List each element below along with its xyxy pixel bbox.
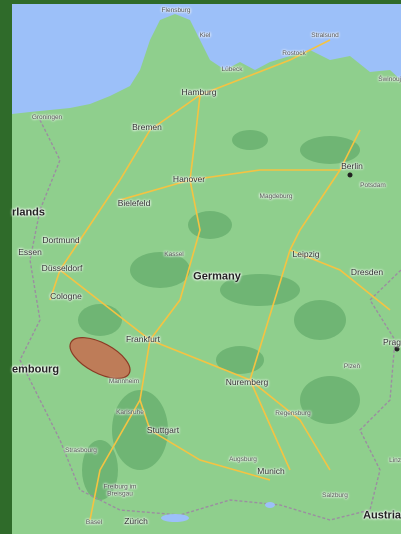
label-dortmund: Dortmund <box>42 234 80 245</box>
label-stuttgart: Stuttgart <box>146 424 180 435</box>
label-swinouj: Świnouj <box>378 75 401 83</box>
label-regensburg: Regensburg <box>275 409 311 417</box>
label-augsburg: Augsburg <box>229 455 257 463</box>
label-bielefeld: Bielefeld <box>117 197 151 208</box>
label-netherlands: rlands <box>12 206 46 219</box>
label-austria: Austria <box>363 509 401 522</box>
sea <box>12 4 401 114</box>
label-frankfurt: Frankfurt <box>125 333 161 344</box>
label-salzburg: Salzburg <box>322 491 348 499</box>
label-bremen: Bremen <box>132 121 162 132</box>
label-berlin: Berlin <box>341 160 363 171</box>
label-essen: Essen <box>18 246 42 257</box>
label-linz: Linz <box>389 456 401 464</box>
label-dresden: Dresden <box>350 266 384 277</box>
label-groningen: Groningen <box>31 113 63 121</box>
label-rostock: Rostock <box>282 49 306 57</box>
motorways <box>49 39 391 521</box>
label-germany: Germany <box>193 270 241 283</box>
label-karlsruhe: Karlsruhe <box>116 408 144 416</box>
label-cologne: Cologne <box>50 290 82 301</box>
label-stralsund: Stralsund <box>311 31 339 39</box>
label-mannheim: Mannheim <box>108 377 140 385</box>
label-basel: Basel <box>85 518 103 526</box>
label-hanover: Hanover <box>172 173 206 184</box>
label-dusseldorf: Düsseldorf <box>41 262 83 273</box>
label-zurich: Zürich <box>124 515 148 526</box>
label-kassel: Kassel <box>164 250 184 258</box>
label-potsdam: Potsdam <box>360 181 386 189</box>
label-hamburg: Hamburg <box>181 86 217 97</box>
label-freiburg: Freiburg im Breisgau <box>103 483 137 497</box>
label-prague: Prag <box>383 336 401 347</box>
label-magdeburg: Magdeburg <box>259 192 293 200</box>
berlin-dot <box>347 172 353 178</box>
label-kiel: Kiel <box>199 31 211 39</box>
label-leipzig: Leipzig <box>292 248 320 259</box>
label-plzen: Plzeň <box>343 362 361 370</box>
highlight-region[interactable] <box>64 329 136 386</box>
prague-dot <box>394 346 400 352</box>
label-flensburg: Flensburg <box>161 6 191 14</box>
lakes <box>161 502 275 522</box>
label-nuremberg: Nuremberg <box>225 376 269 387</box>
label-luxembourg: embourg <box>12 363 60 376</box>
label-munich: Munich <box>257 465 285 476</box>
label-strasbourg: Strasbourg <box>65 446 97 454</box>
label-lubeck: Lübeck <box>221 65 243 73</box>
